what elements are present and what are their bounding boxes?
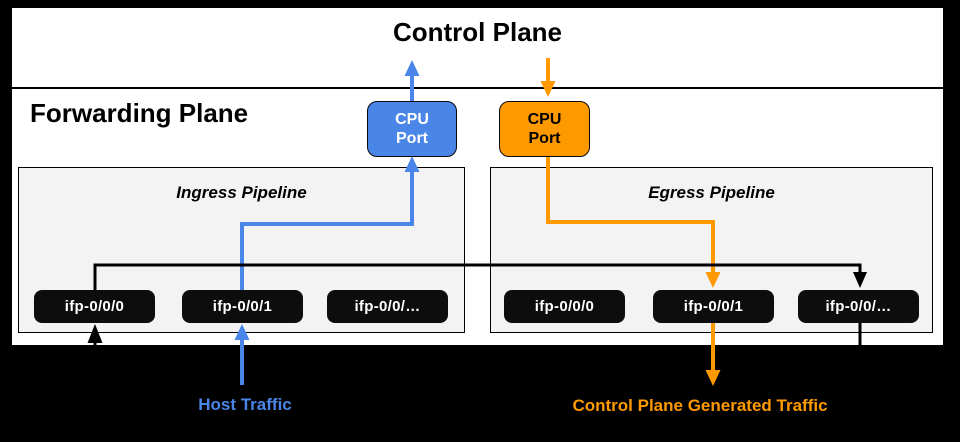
cp-traffic-bottom-arrow-head — [705, 370, 721, 386]
cpu-port-control-box: CPU Port — [499, 101, 590, 157]
control-plane-traffic-legend-label: Control Plane Generated Traffic — [572, 396, 828, 415]
cpu-port-control-label-line2: Port — [528, 130, 561, 147]
cpu-port-host-label-line1: CPU — [395, 111, 429, 128]
egress-port-ifp-0-0-1: ifp-0/0/1 — [653, 290, 774, 323]
egress-port-ifp-0-0-more: ifp-0/0/… — [798, 290, 919, 323]
ingress-port-ifp-0-0-more: ifp-0/0/… — [327, 290, 448, 323]
host-traffic-legend-label: Host Traffic — [198, 395, 292, 414]
ingress-pipeline-title: Ingress Pipeline — [176, 183, 307, 202]
ingress-port-ifp-0-0-1: ifp-0/0/1 — [182, 290, 303, 323]
control-plane-title: Control Plane — [392, 17, 562, 47]
plane-separator-line — [12, 87, 943, 89]
cpu-port-host-box: CPU Port — [367, 101, 457, 157]
cpu-port-control-label-line1: CPU — [527, 111, 562, 128]
forwarding-plane-title: Forwarding Plane — [30, 98, 249, 128]
ingress-port-ifp-0-0-0: ifp-0/0/0 — [34, 290, 155, 323]
egress-pipeline-title: Egress Pipeline — [648, 183, 775, 202]
egress-port-ifp-0-0-0: ifp-0/0/0 — [504, 290, 625, 323]
cpu-port-host-label-line2: Port — [396, 130, 428, 147]
